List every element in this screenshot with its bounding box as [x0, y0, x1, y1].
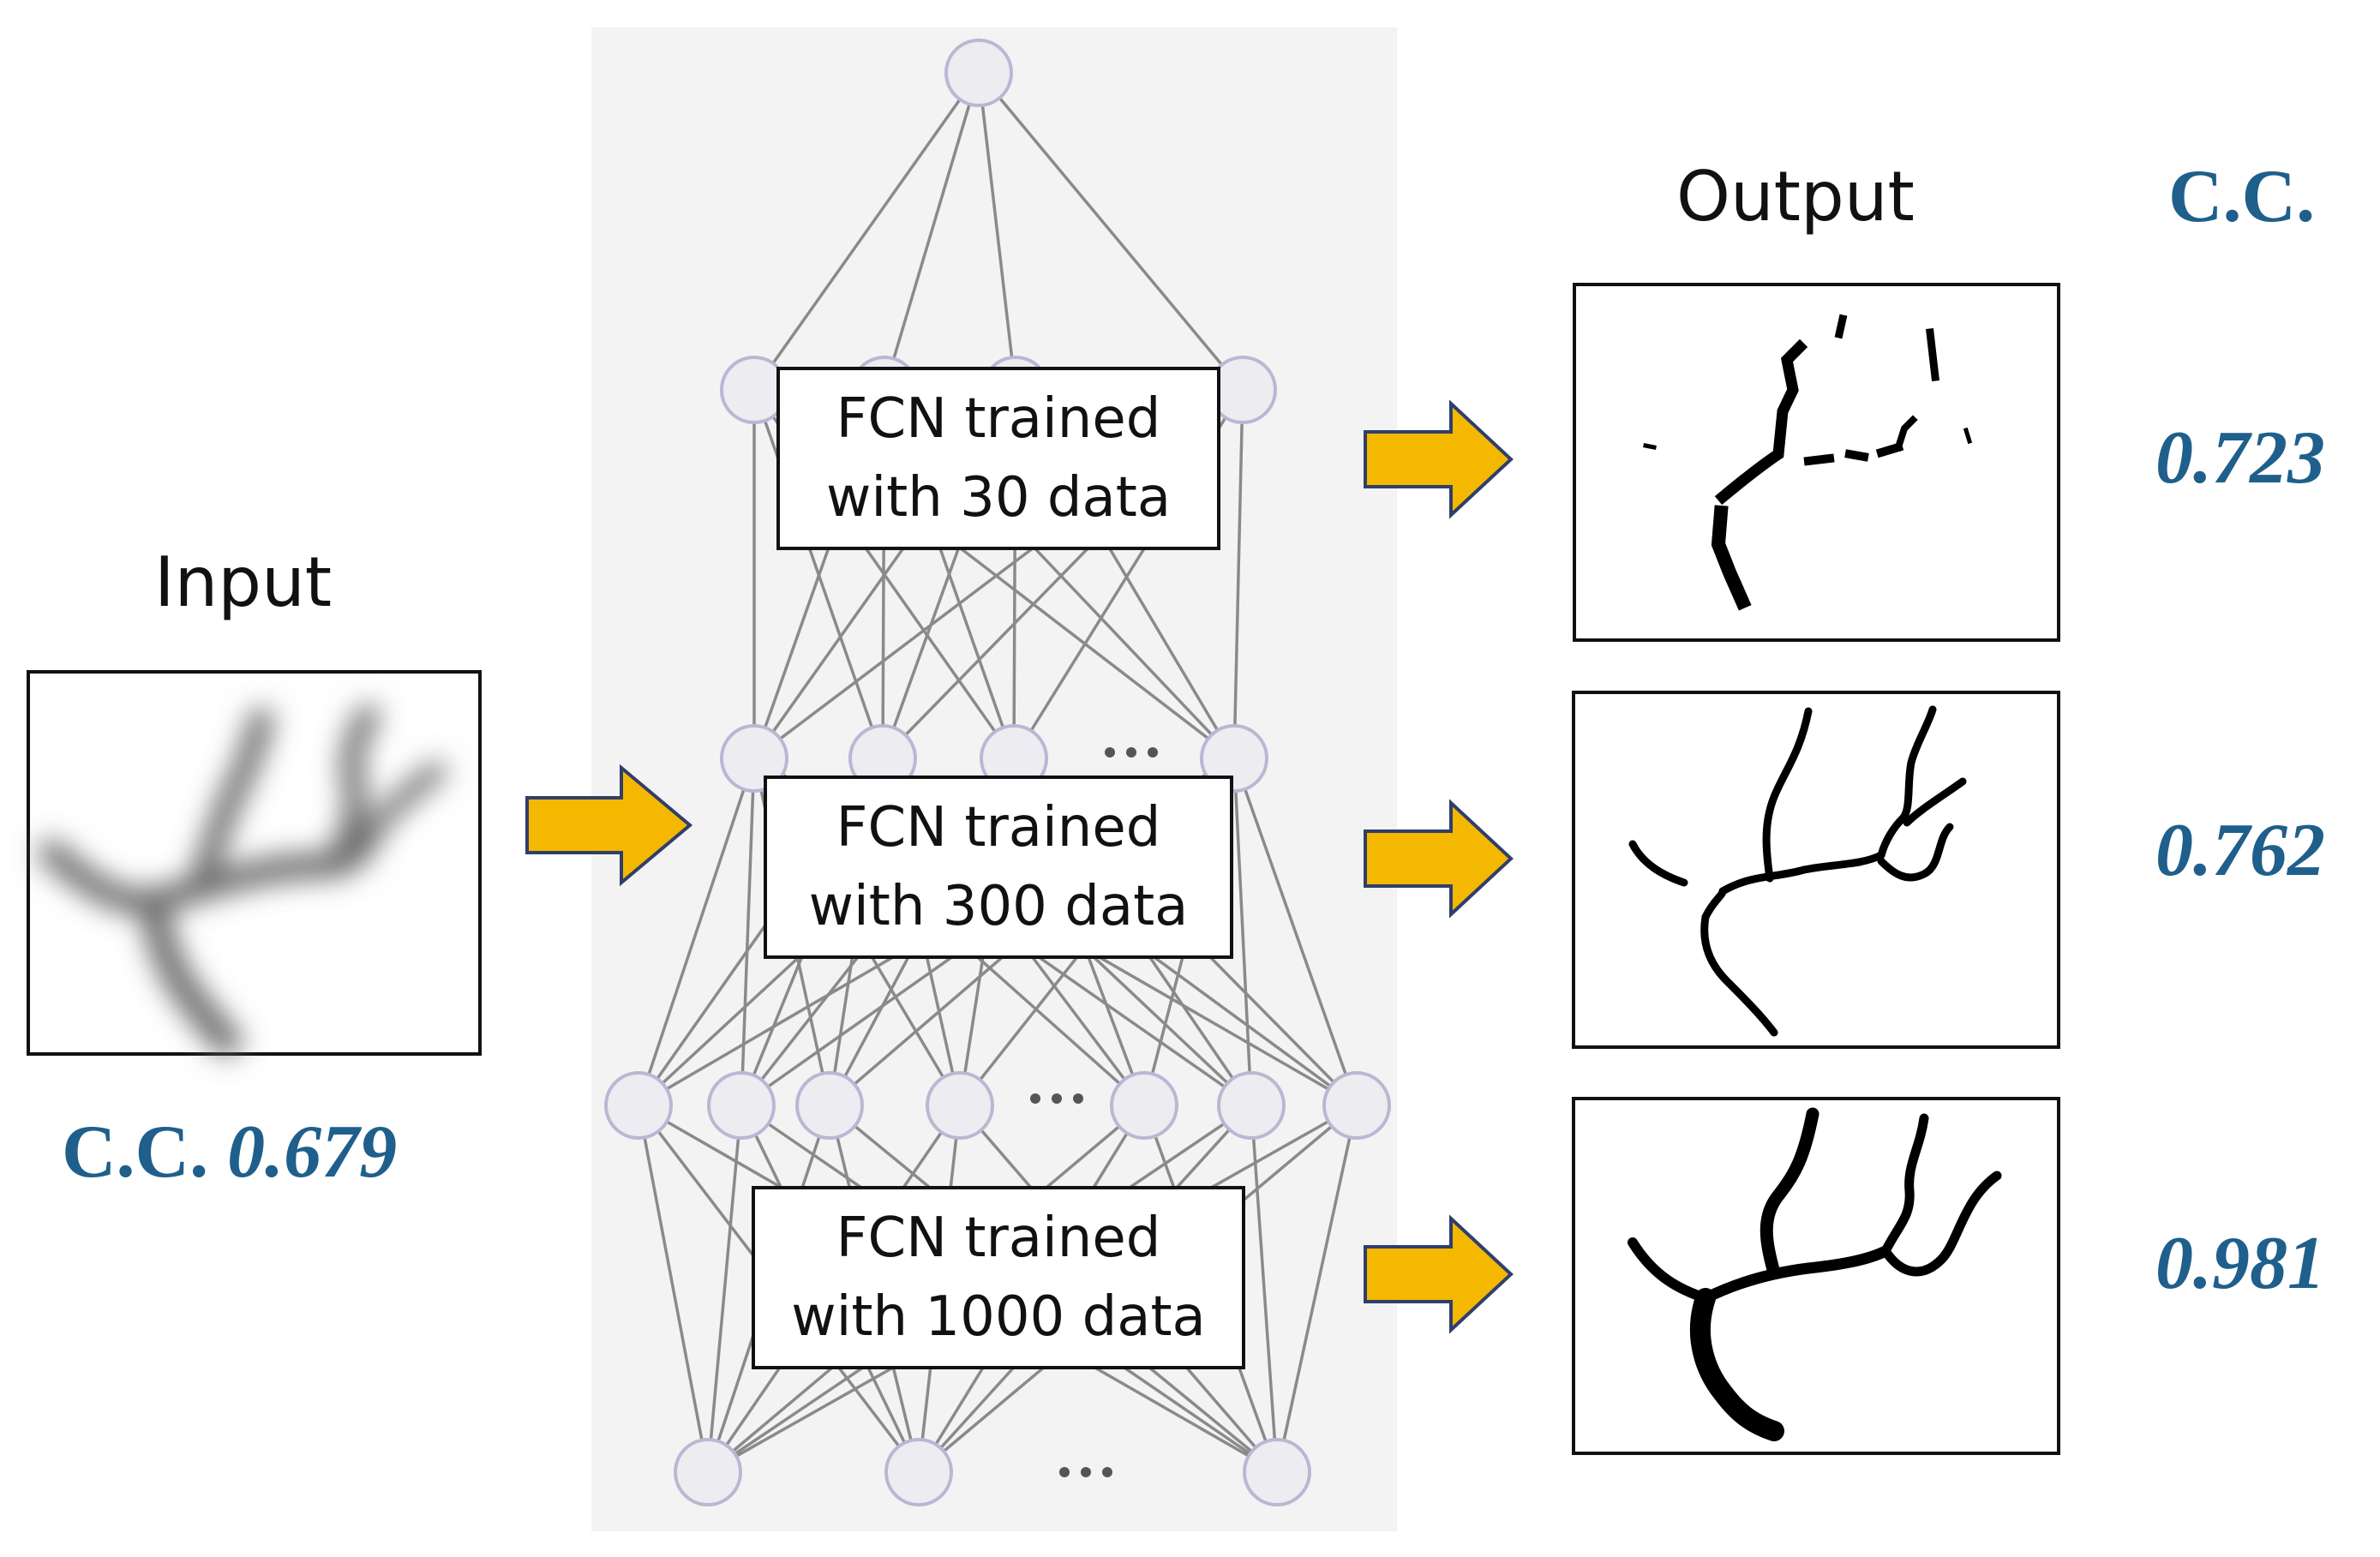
model-1000-line1: FCN trained — [836, 1207, 1161, 1270]
network-node — [1200, 724, 1268, 793]
network-edge — [706, 1105, 743, 1473]
arrow-model-300 — [1364, 799, 1514, 919]
network-node — [1243, 1438, 1311, 1506]
cc-value-30: 0.723 — [2155, 416, 2325, 500]
network-node — [1217, 1071, 1286, 1140]
network-edge — [883, 72, 980, 391]
network-edge — [977, 71, 1244, 392]
arrow-model-30 — [1364, 399, 1514, 519]
network-edge — [1232, 389, 1244, 759]
output-image-300 — [1572, 691, 2060, 1049]
input-cc-value: 0.679 — [227, 1111, 398, 1194]
network-edge — [740, 758, 756, 1106]
model-300-line1: FCN trained — [836, 796, 1161, 859]
input-image — [27, 670, 482, 1056]
input-cc: C.C. 0.679 — [62, 1105, 397, 1200]
model-1000-line2: with 1000 data — [791, 1285, 1206, 1349]
network-node — [1110, 1071, 1178, 1140]
network-edge — [977, 72, 1017, 391]
network-edge — [1232, 758, 1253, 1106]
network-node — [674, 1438, 742, 1506]
output-label: Output — [1676, 157, 1915, 237]
network-edge — [637, 758, 756, 1106]
input-label: Input — [154, 542, 333, 622]
model-30-line2: with 30 data — [825, 466, 1172, 530]
network-edge — [1275, 1105, 1358, 1473]
input-cc-prefix: C.C. — [62, 1111, 209, 1194]
output-image-30 — [1573, 283, 2060, 642]
network-node — [720, 724, 788, 793]
cc-value-1000: 0.981 — [2155, 1222, 2325, 1305]
network-node — [926, 1071, 994, 1140]
model-box-1000: FCN trained with 1000 data — [752, 1186, 1245, 1369]
network-node — [884, 1438, 953, 1506]
network-node — [1322, 1071, 1391, 1140]
model-300-line2: with 300 data — [808, 875, 1189, 938]
output-image-1000 — [1572, 1097, 2060, 1455]
network-edge — [1250, 1105, 1279, 1473]
network-node — [944, 39, 1013, 107]
model-30-line1: FCN trained — [836, 387, 1161, 451]
network-node — [795, 1071, 864, 1140]
network-edge — [1232, 758, 1358, 1106]
cc-value-300: 0.762 — [2155, 809, 2325, 892]
network-node — [604, 1071, 673, 1140]
network-node — [707, 1071, 776, 1140]
network-edge — [637, 1105, 710, 1473]
network-edge — [752, 71, 980, 392]
arrow-input-to-network — [525, 764, 693, 887]
model-box-30: FCN trained with 30 data — [776, 367, 1220, 550]
network-nodes — [604, 39, 1391, 1506]
model-box-300: FCN trained with 300 data — [764, 776, 1233, 959]
output-cc-header: C.C. — [2168, 155, 2316, 238]
arrow-model-1000 — [1364, 1214, 1514, 1334]
